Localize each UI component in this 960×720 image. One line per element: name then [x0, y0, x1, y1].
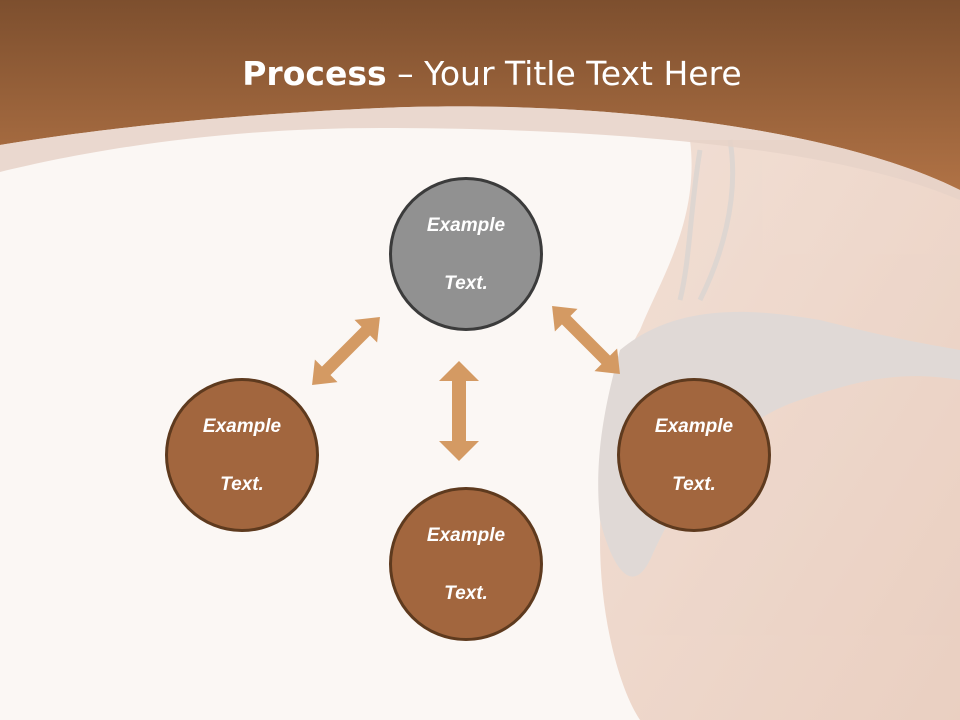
node-right-line2: Text.	[672, 473, 716, 495]
node-right-line1: Example	[654, 415, 734, 437]
node-top-line1: Example	[426, 214, 506, 236]
slide-title: Process – Your Title Text Here	[0, 52, 960, 96]
title-bold: Process	[242, 54, 387, 93]
title-rest: – Your Title Text Here	[386, 54, 742, 93]
node-left-line2: Text.	[220, 473, 264, 495]
node-top-line2: Text.	[444, 272, 488, 294]
header-band	[0, 0, 960, 190]
node-bottom-line1: Example	[426, 524, 506, 546]
node-left-line1: Example	[202, 415, 282, 437]
node-bottom-line2: Text.	[444, 582, 488, 604]
header-swoosh	[0, 106, 960, 200]
